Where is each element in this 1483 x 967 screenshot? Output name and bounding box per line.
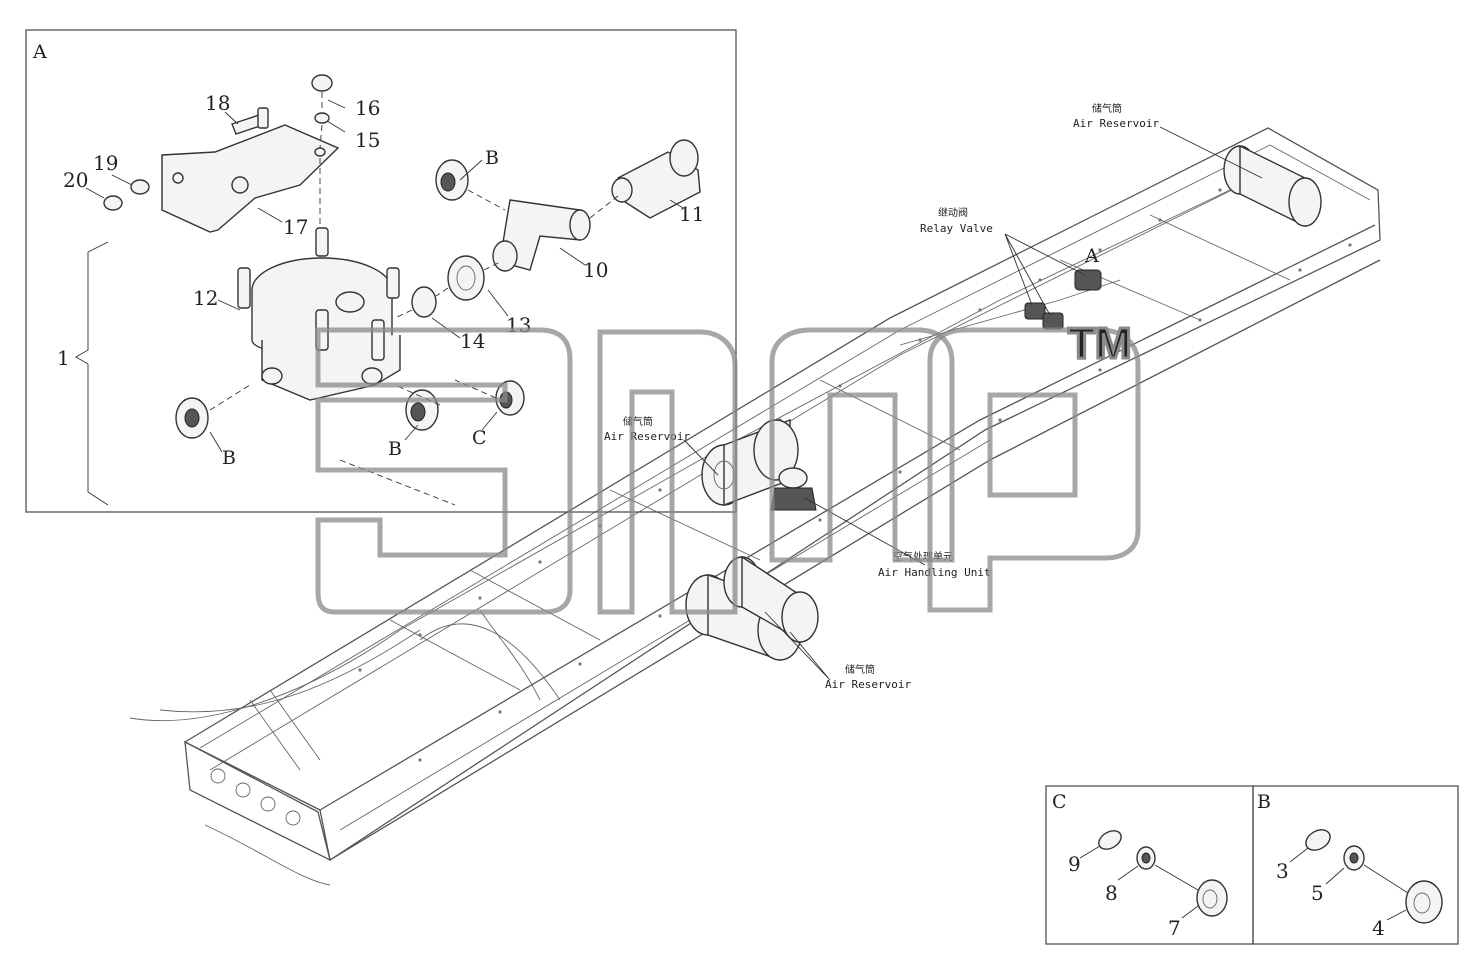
port-label-c: C bbox=[472, 427, 487, 449]
callout-19: 19 bbox=[93, 151, 118, 175]
lock-washer bbox=[314, 112, 330, 124]
washer bbox=[130, 179, 150, 195]
callout-12: 12 bbox=[193, 286, 218, 310]
relay-valves bbox=[1024, 269, 1102, 330]
port-fitting bbox=[175, 159, 525, 439]
elbow-fitting bbox=[492, 199, 591, 272]
bolt bbox=[231, 107, 269, 135]
callout-9: 9 bbox=[1068, 852, 1081, 876]
callout-3: 3 bbox=[1276, 859, 1289, 883]
relay-valve-cn: 继动阀 bbox=[938, 206, 968, 219]
detail-a-panel: A bbox=[25, 29, 737, 513]
detail-a-title: A bbox=[32, 41, 47, 63]
callout-20: 20 bbox=[63, 168, 88, 192]
port-label-b-mid: B bbox=[388, 438, 402, 460]
air-reservoir-rear bbox=[1223, 144, 1322, 228]
reservoir-rear-en: Air Reservoir bbox=[1073, 117, 1159, 130]
port-label-b-left: B bbox=[222, 447, 236, 469]
detail-c-panel: C 9 8 7 bbox=[1045, 785, 1254, 945]
o-ring bbox=[411, 286, 437, 318]
callout-17: 17 bbox=[283, 215, 308, 239]
air-reservoir-front bbox=[685, 555, 819, 661]
reservoir-mid-cn: 储气筒 bbox=[623, 415, 653, 428]
nut bbox=[311, 74, 333, 92]
callout-11: 11 bbox=[679, 202, 704, 226]
watermark-logo: TM bbox=[315, 318, 1141, 615]
callout-1: 1 bbox=[57, 346, 70, 370]
jam-nut bbox=[447, 255, 485, 301]
port-label-b-top: B bbox=[485, 147, 499, 169]
detail-b-title: B bbox=[1257, 791, 1271, 813]
callout-5: 5 bbox=[1311, 881, 1324, 905]
chassis-leaders bbox=[683, 126, 1263, 681]
handling-unit-en: Air Handling Unit bbox=[878, 566, 991, 579]
truck-chassis bbox=[129, 127, 1381, 886]
callout-13: 13 bbox=[506, 313, 531, 337]
washer-small bbox=[103, 195, 123, 211]
mounting-bracket bbox=[161, 124, 340, 233]
relay-valve-en: Relay Valve bbox=[920, 222, 993, 235]
relay-marker-a: A bbox=[1084, 245, 1099, 267]
callout-15: 15 bbox=[355, 128, 380, 152]
callout-7: 7 bbox=[1168, 916, 1181, 940]
detail-b-panel: B 3 5 4 bbox=[1252, 785, 1459, 945]
reservoir-front-cn: 储气筒 bbox=[845, 663, 875, 676]
callout-14: 14 bbox=[460, 329, 485, 353]
callout-10: 10 bbox=[583, 258, 608, 282]
reservoir-front-en: Air Reservoir bbox=[825, 678, 911, 691]
callout-4: 4 bbox=[1372, 916, 1385, 940]
reservoir-rear-cn: 储气筒 bbox=[1092, 102, 1122, 115]
valve-fitting bbox=[611, 139, 701, 219]
callout-16: 16 bbox=[355, 96, 380, 120]
callout-8: 8 bbox=[1105, 881, 1118, 905]
callout-18: 18 bbox=[205, 91, 230, 115]
reservoir-mid-en: Air Reservoir bbox=[604, 430, 690, 443]
air-handling-unit bbox=[770, 467, 817, 511]
detail-c-title: C bbox=[1052, 791, 1067, 813]
relay-valve-assembly bbox=[237, 227, 401, 401]
watermark-tm: TM bbox=[1068, 319, 1132, 368]
